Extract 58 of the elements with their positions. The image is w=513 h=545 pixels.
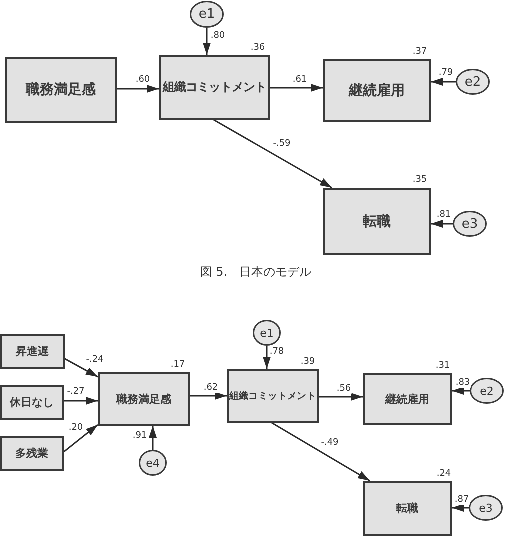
arrow (64, 397, 98, 405)
arrow (272, 422, 370, 482)
variable-box: 継続雇用 (323, 59, 431, 122)
arrow (319, 393, 363, 401)
error-circle: e4 (139, 450, 167, 476)
variable-box: 職務満足感 (5, 57, 117, 123)
arrow (263, 346, 271, 369)
error-circle: e3 (453, 211, 487, 237)
edge-label: .79 (438, 68, 454, 78)
arrow (149, 426, 157, 450)
edge-label: .20 (68, 423, 84, 433)
variable-box: 転職 (323, 188, 431, 255)
value-label: .39 (300, 357, 316, 367)
edge-label: .81 (436, 210, 452, 220)
edge-label: .78 (268, 347, 286, 357)
variable-box: 転職 (363, 481, 452, 536)
error-circle: e2 (456, 69, 490, 95)
variable-box: 組織コミットメント (159, 55, 270, 120)
value-label: .31 (434, 361, 452, 371)
arrow (117, 85, 159, 93)
value-label: .17 (170, 360, 186, 370)
edge-label: .83 (454, 378, 472, 388)
arrow (452, 504, 469, 512)
variable-box: 多残業 (0, 436, 64, 471)
edge-label: .80 (210, 31, 226, 41)
value-label: .24 (436, 469, 452, 479)
edge-label: .56 (336, 384, 352, 394)
arrow (64, 424, 98, 453)
arrow (431, 220, 453, 228)
edge-label: .91 (132, 431, 148, 441)
arrow (431, 78, 456, 86)
error-circle: e1 (253, 320, 281, 346)
arrow (190, 392, 227, 400)
edge-label: -.27 (66, 387, 86, 397)
arrow (452, 387, 470, 395)
variable-box: 組織コミットメント (227, 369, 319, 423)
edge-label: -.49 (320, 438, 340, 448)
value-label: .36 (250, 43, 266, 53)
variable-box: 職務満足感 (98, 372, 190, 426)
edge-label: -.24 (85, 355, 105, 365)
edge-label: .87 (454, 495, 470, 505)
value-label: .35 (412, 175, 428, 185)
error-circle: e1 (190, 1, 224, 28)
edge-label: .60 (134, 75, 152, 85)
value-label: .37 (412, 47, 428, 57)
arrow (203, 28, 211, 55)
edge-label: -.59 (272, 139, 292, 149)
arrow (270, 84, 323, 92)
arrow (214, 119, 332, 189)
edge-label: .61 (292, 75, 308, 85)
variable-box: 昇進遅 (0, 334, 65, 369)
arrow (64, 358, 98, 378)
caption: 図 5. 日本のモデル (200, 265, 312, 279)
variable-box: 継続雇用 (363, 373, 452, 425)
variable-box: 休日なし (0, 385, 64, 420)
error-circle: e2 (470, 378, 504, 404)
error-circle: e3 (469, 495, 503, 521)
edge-label: .62 (202, 383, 220, 393)
